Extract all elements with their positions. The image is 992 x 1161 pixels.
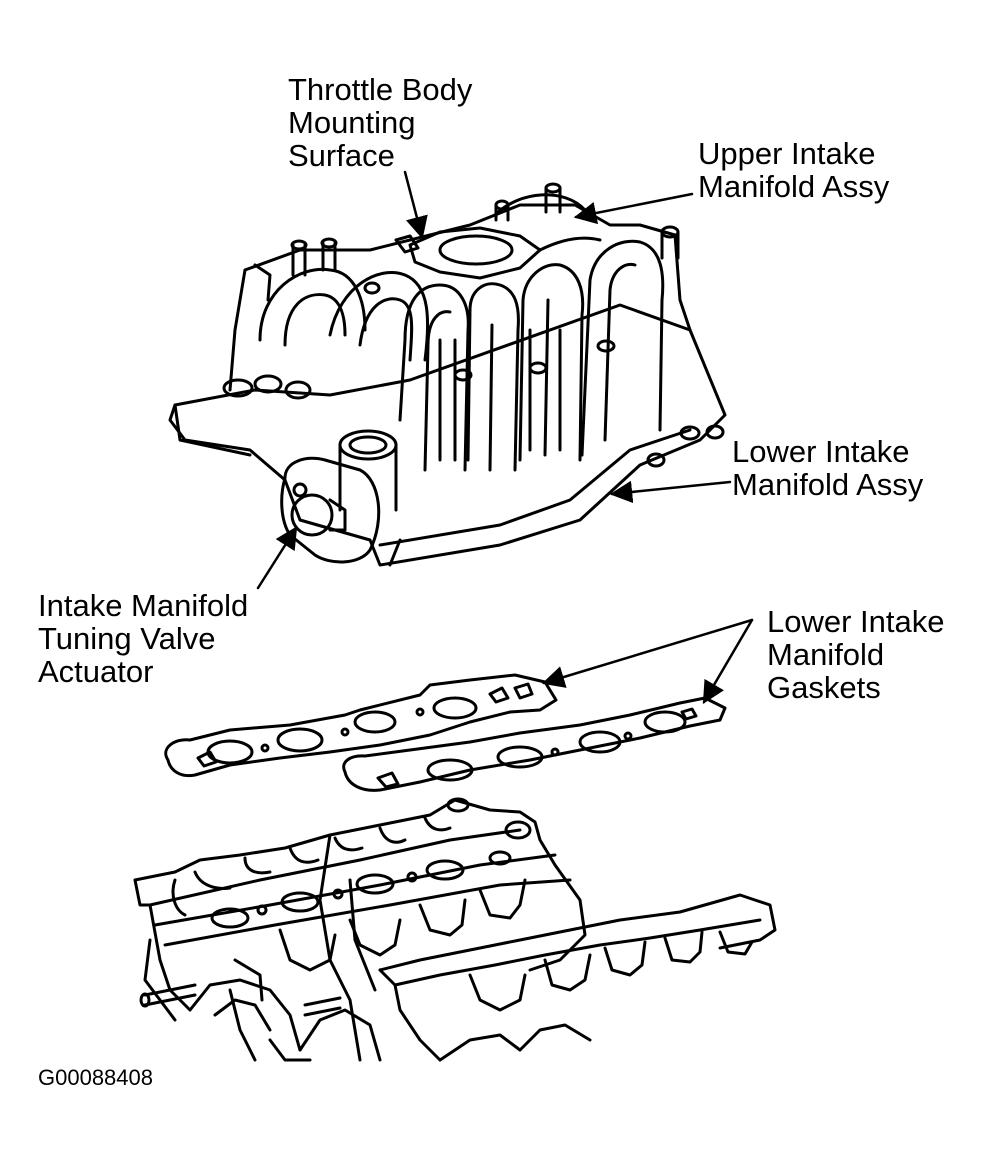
leader-arrows <box>256 170 754 704</box>
figure-id: G00088408 <box>38 1065 153 1090</box>
gasket-arrow-right <box>702 618 754 704</box>
label-throttle-body: Throttle Body Mounting Surface <box>288 72 473 173</box>
throttle-body-arrow <box>403 170 428 240</box>
manifold-assembly <box>168 182 727 567</box>
engine-block-drawing <box>133 797 777 1062</box>
label-tuning-valve-actuator: Intake Manifold Tuning Valve Actuator <box>38 588 249 689</box>
label-upper-intake-manifold: Upper Intake Manifold Assy <box>698 136 890 204</box>
gaskets-drawing <box>164 673 727 792</box>
lower-manifold-arrow <box>609 480 732 504</box>
upper-manifold-arrow <box>573 192 694 225</box>
label-gaskets: Lower Intake Manifold Gaskets <box>767 604 945 705</box>
tuning-valve-arrow <box>256 526 298 590</box>
gasket-arrow-left <box>541 618 754 688</box>
label-lower-intake-manifold: Lower Intake Manifold Assy <box>732 434 924 502</box>
